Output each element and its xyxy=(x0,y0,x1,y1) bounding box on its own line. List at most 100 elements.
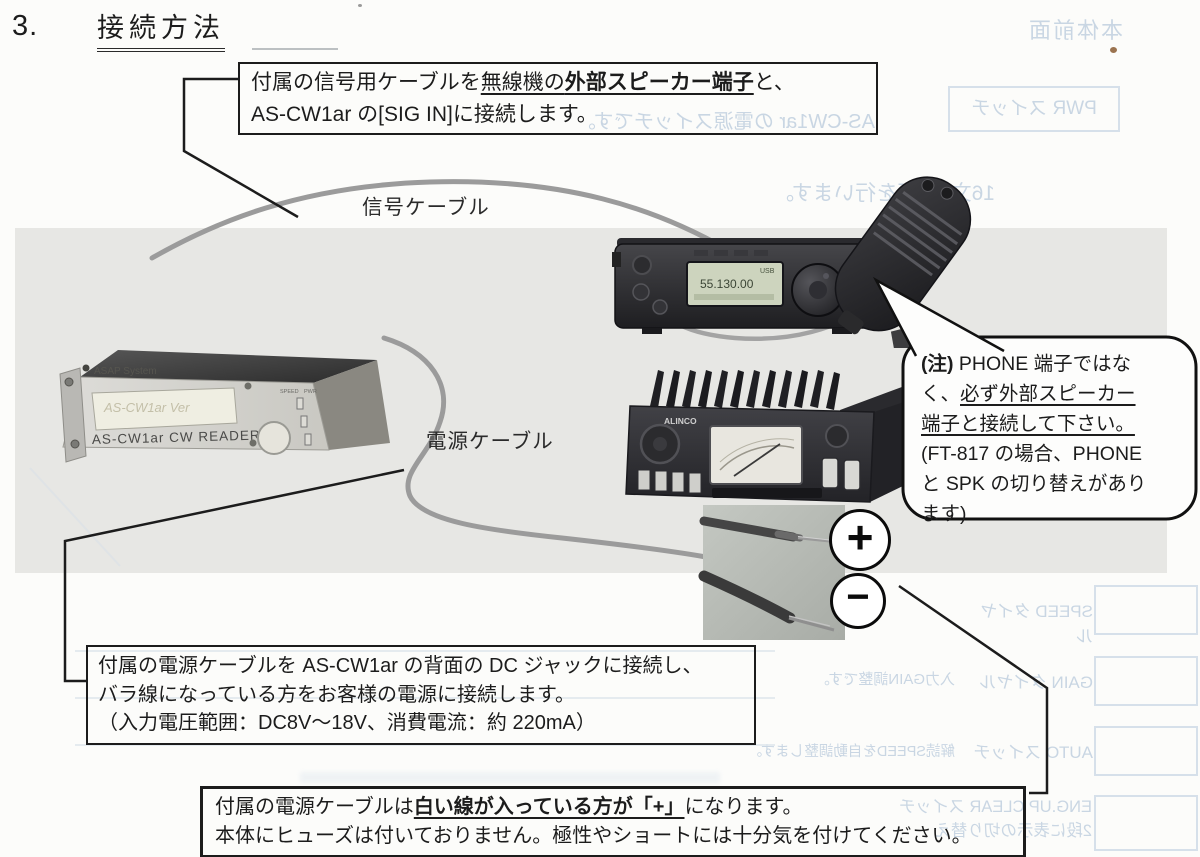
power-supply-meter-scale xyxy=(719,445,795,471)
scan-speck xyxy=(358,4,362,7)
note-bubble-shape xyxy=(901,335,1198,521)
cw-reader-switch xyxy=(300,415,308,428)
power-supply-meter-scale xyxy=(719,438,795,463)
minus-wire-highlight xyxy=(788,615,831,627)
note-line3: 端子と接続して下さい。 xyxy=(921,413,1135,435)
leader-line-polarity xyxy=(898,584,1049,795)
note-bubble-text: (注) PHONE 端子ではな く、必ず外部スピーカー 端子と接続して下さい。 … xyxy=(921,349,1187,529)
plus-polarity-badge: + xyxy=(829,509,891,571)
minus-wire-bare-end xyxy=(788,616,835,632)
cw-reader-lcd-text: AS-CW1ar Ver xyxy=(103,400,190,415)
plus-wire-sheath xyxy=(774,530,804,542)
cw-reader-model-text: AS-CW1ar CW READER xyxy=(92,428,261,447)
section-title: 接続方法 xyxy=(97,6,225,52)
signal-instruction-box: 付属の信号用ケーブルを無線機の外部スピーカー端子と、 AS-CW1ar の[SI… xyxy=(238,62,878,135)
power-supply-rocker-switch xyxy=(843,459,861,491)
transceiver-lcd-mode: USB xyxy=(760,268,775,275)
transceiver-small-knob xyxy=(632,283,650,301)
cw-reader-top-face xyxy=(80,350,377,383)
cw-reader-speed-label: SPEED xyxy=(280,389,299,395)
transceiver-tuning-knob-center xyxy=(809,281,827,299)
plus-wire-highlight xyxy=(797,536,835,541)
transceiver-button xyxy=(754,250,768,256)
microphone-button xyxy=(921,178,935,192)
power-cable-label: 電源ケーブル xyxy=(426,430,554,453)
cw-reader-screw xyxy=(249,439,257,447)
section-number: 3. xyxy=(12,10,39,42)
note-bubble-tail-outline xyxy=(872,276,1005,357)
transceiver-foot xyxy=(832,328,852,334)
power-instruction-line1: 付属の電源ケーブルを AS-CW1ar の背面の DC ジャックに接続し、 xyxy=(98,655,703,677)
transceiver-button xyxy=(734,250,748,256)
power-supply-switch xyxy=(671,471,685,493)
scan-artifact-line xyxy=(252,48,338,50)
power-supply-switch xyxy=(688,472,702,494)
signal-cable-label: 信号ケーブル xyxy=(362,196,490,219)
microphone-grille xyxy=(872,191,963,277)
caution-line1: 付属の電源ケーブルは白い線が入っている方が「+」になります。 xyxy=(215,793,1011,822)
cw-reader-photo: ASAP System AS-CW1ar Ver AS-CW1ar CW REA… xyxy=(59,350,390,463)
cw-reader-pwr-label: PWR xyxy=(304,389,317,395)
cw-reader-screw xyxy=(244,382,252,390)
power-supply-adjust-knob xyxy=(825,424,849,448)
power-supply-meter xyxy=(709,425,803,485)
power-supply-meter-needle xyxy=(733,443,781,477)
power-supply-photo: ALINCO xyxy=(625,370,910,503)
signal-text-plain: と、 xyxy=(753,71,795,94)
note-line5: と SPK の切り替えがあり xyxy=(921,473,1147,495)
power-supply-side-face xyxy=(870,400,910,502)
note-text-underlined: 必ず外部スピーカー xyxy=(960,383,1136,405)
minus-wire-insulation xyxy=(698,570,796,624)
note-line4: (FT-817 の場合、PHONE xyxy=(921,443,1143,465)
microphone-bracket xyxy=(890,327,917,348)
transceiver-lcd-status-row xyxy=(694,294,774,300)
transceiver-antenna-mount xyxy=(612,252,621,267)
bleedthrough-rule-2 xyxy=(75,697,775,699)
minus-polarity-badge: − xyxy=(830,573,886,629)
power-instruction-line2: バラ線になっている方をお客様の電源に接続します。 xyxy=(98,683,575,706)
power-instruction-line3: （入力電圧範囲：DC8V～18V、消費電流：約 220mA） xyxy=(98,712,596,734)
cw-reader-switch xyxy=(296,397,304,410)
cw-reader-brand-text: ASAP System xyxy=(94,366,157,377)
signal-text-underlined: 無線機の xyxy=(480,71,565,94)
microphone-cord-boot xyxy=(837,310,864,335)
transceiver-knob-dimple xyxy=(823,273,829,279)
power-supply-main-knob-center xyxy=(653,437,667,451)
note-line2: く、必ず外部スピーカー xyxy=(921,379,1187,409)
cw-reader-knob xyxy=(257,421,291,455)
signal-instruction-line2: AS-CW1ar の[SIG IN]に接続します。 xyxy=(251,102,598,126)
cw-reader-side-face xyxy=(313,360,390,450)
power-supply-rocker-switch xyxy=(821,457,839,489)
transceiver-button xyxy=(694,250,708,256)
microphone-photo xyxy=(834,176,972,348)
signal-instruction-line1: 付属の信号用ケーブルを無線機の外部スピーカー端子と、 xyxy=(251,67,865,99)
polarity-caution-box: 付属の電源ケーブルは白い線が入っている方が「+」になります。 本体にヒューズは付… xyxy=(200,786,1026,857)
note-line6: ます) xyxy=(921,503,967,525)
signal-text-plain: 付属の信号用ケーブルを xyxy=(251,71,481,94)
bleedthrough-rule-3 xyxy=(75,744,775,746)
note-text: く、 xyxy=(921,383,961,405)
wire-ends-photo xyxy=(698,505,845,640)
scan-fold-line xyxy=(29,467,121,567)
power-supply-model-band xyxy=(712,488,822,498)
note-text: PHONE 端子ではな xyxy=(953,353,1132,375)
leader-line-power xyxy=(63,468,405,683)
signal-text-bold-underlined: 外部スピーカー端子 xyxy=(564,71,754,94)
power-supply-switch xyxy=(654,470,668,492)
caution-line2: 本体にヒューズは付いておりません。極性やショートには十分気を付けてください。 xyxy=(215,825,972,847)
bleedthrough-smudge xyxy=(300,772,720,783)
power-supply-switch xyxy=(637,469,651,491)
cw-reader-screw xyxy=(64,377,74,387)
transceiver-small-knob xyxy=(652,299,668,315)
scan-speck xyxy=(1110,47,1117,53)
microphone-button xyxy=(940,186,954,200)
transceiver-button xyxy=(714,250,728,256)
cw-reader-lcd xyxy=(91,387,238,431)
power-instruction-box: 付属の電源ケーブルを AS-CW1ar の背面の DC ジャックに接続し、 バラ… xyxy=(86,645,756,745)
note-line1: (注) PHONE 端子ではな xyxy=(921,349,1187,379)
caution-text-plain: になります。 xyxy=(684,796,803,818)
cw-reader-rack-ear xyxy=(59,367,87,463)
bleedthrough-rule-1 xyxy=(75,650,775,652)
